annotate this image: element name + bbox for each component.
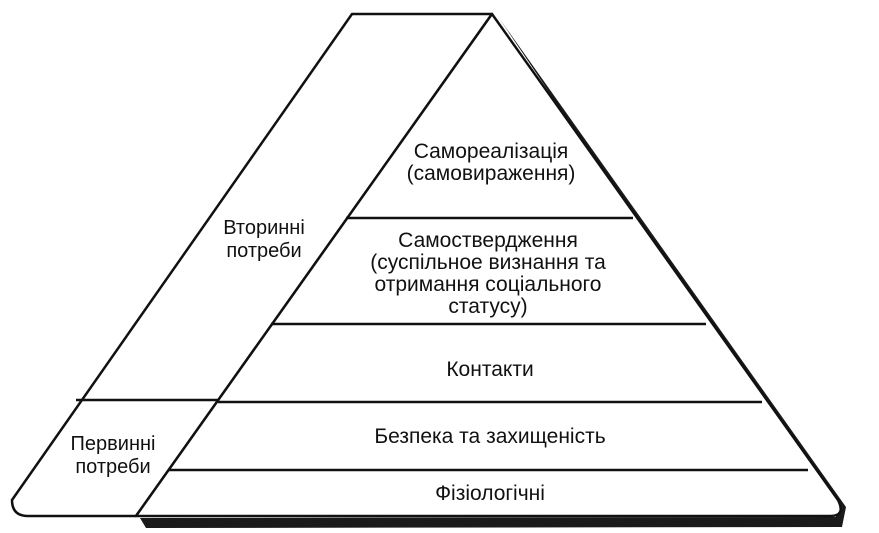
level-safety: Безпека та захищеність	[374, 425, 606, 448]
level-self-actualization: Самореалізація (самовираження)	[406, 140, 576, 185]
level-self-esteem: Самоствердження (суспільное визнання та …	[370, 229, 606, 318]
pyramid-front-face	[134, 12, 842, 518]
group-primary-needs: Первинні потреби	[70, 433, 156, 478]
group-secondary-needs: Вторинні потреби	[223, 217, 305, 262]
level-physiological: Фізіологічні	[435, 482, 545, 505]
pyramid-side-face	[10, 12, 494, 518]
level-contacts: Контакти	[446, 358, 534, 381]
